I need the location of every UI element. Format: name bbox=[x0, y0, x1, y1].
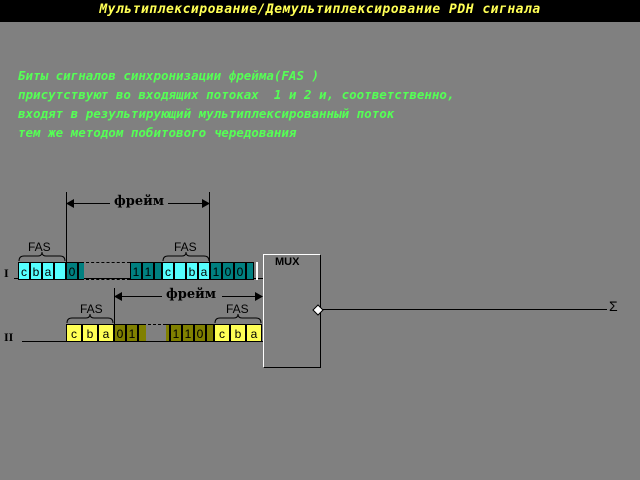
s2-dashed-top bbox=[148, 324, 166, 325]
frame1-arrowhead-right-icon bbox=[202, 199, 210, 208]
fas-label-2b: FAS bbox=[226, 302, 249, 316]
s1-fas2-b: b bbox=[186, 262, 198, 280]
frame2-label: фрейм bbox=[166, 287, 217, 302]
frame2-arrowhead-right-icon bbox=[255, 292, 263, 301]
s2-dashed-bot bbox=[148, 341, 166, 342]
s2-fas-b: b bbox=[82, 324, 98, 342]
frame1-arrow-left-line bbox=[70, 203, 110, 204]
s2-fas-a: a bbox=[98, 324, 114, 342]
s1-fas-b: b bbox=[30, 262, 42, 280]
fas-brace-2a bbox=[66, 314, 114, 324]
page-title: Мультиплексирование/Демультиплексировани… bbox=[99, 2, 541, 17]
description-text: Биты сигналов синхронизации фрейма(FAS )… bbox=[18, 68, 455, 140]
stream-1-label: I bbox=[4, 266, 9, 280]
frame1-right-tick bbox=[209, 192, 210, 262]
s2-fas2-a: a bbox=[246, 324, 262, 342]
s1-fas-a: a bbox=[42, 262, 54, 280]
frame1-label: фрейм bbox=[114, 194, 165, 209]
s1-dashed-top bbox=[86, 262, 130, 263]
frame1-arrowhead-left-icon bbox=[66, 199, 74, 208]
s2-bit-0: 0 bbox=[114, 324, 126, 342]
s2-fas-c: c bbox=[66, 324, 82, 342]
s1-fas-a-ext bbox=[54, 262, 66, 280]
s1-fas2-a: a bbox=[198, 262, 210, 280]
title-bar bbox=[0, 0, 640, 22]
stream-2-label: II bbox=[4, 330, 14, 344]
frame1-left-tick bbox=[66, 192, 67, 262]
s1-end-marker bbox=[256, 262, 258, 280]
s1-bit-gap bbox=[78, 262, 84, 280]
frame2-arrow-left-line bbox=[118, 296, 162, 297]
s2-tail-pad bbox=[166, 324, 170, 342]
output-line bbox=[323, 309, 607, 310]
s2-fas2-c: c bbox=[214, 324, 230, 342]
s2-bit-0b: 0 bbox=[194, 324, 206, 342]
sum-label: Σ bbox=[609, 298, 618, 314]
s2-bit-1: 1 bbox=[126, 324, 138, 342]
frame2-arrow-right-line bbox=[222, 296, 260, 297]
s2-bit-1a: 1 bbox=[170, 324, 182, 342]
s2-fas2-b: b bbox=[230, 324, 246, 342]
s1-fas2-b-pad bbox=[174, 262, 186, 280]
s1-end-0a: 0 bbox=[222, 262, 234, 280]
s1-fas2-c: c bbox=[162, 262, 174, 280]
fas-brace-1a bbox=[18, 252, 66, 262]
frame2-left-tick bbox=[114, 288, 115, 324]
fas-brace-2b bbox=[214, 314, 262, 324]
fas-label-1b: FAS bbox=[174, 240, 197, 254]
fas-brace-1b bbox=[162, 252, 210, 262]
s1-end-pad bbox=[246, 262, 254, 280]
s1-bit-pad bbox=[154, 262, 162, 280]
frame1-arrow-right-line bbox=[168, 203, 206, 204]
s1-end-1: 1 bbox=[210, 262, 222, 280]
s1-end-0b: 0 bbox=[234, 262, 246, 280]
s2-bit-pad2 bbox=[206, 324, 214, 342]
s2-bit-gap bbox=[138, 324, 146, 342]
s1-bit-1a: 1 bbox=[130, 262, 142, 280]
fas-label-2a: FAS bbox=[80, 302, 103, 316]
fas-label-1a: FAS bbox=[28, 240, 51, 254]
s1-dashed-bot bbox=[86, 279, 130, 280]
mux-label: MUX bbox=[275, 256, 300, 268]
s1-fas-c: c bbox=[18, 262, 30, 280]
s1-bit-0: 0 bbox=[66, 262, 78, 280]
frame2-arrowhead-left-icon bbox=[114, 292, 122, 301]
s2-bit-1b: 1 bbox=[182, 324, 194, 342]
s1-bit-1b: 1 bbox=[142, 262, 154, 280]
mux-output-node-icon bbox=[312, 304, 324, 316]
